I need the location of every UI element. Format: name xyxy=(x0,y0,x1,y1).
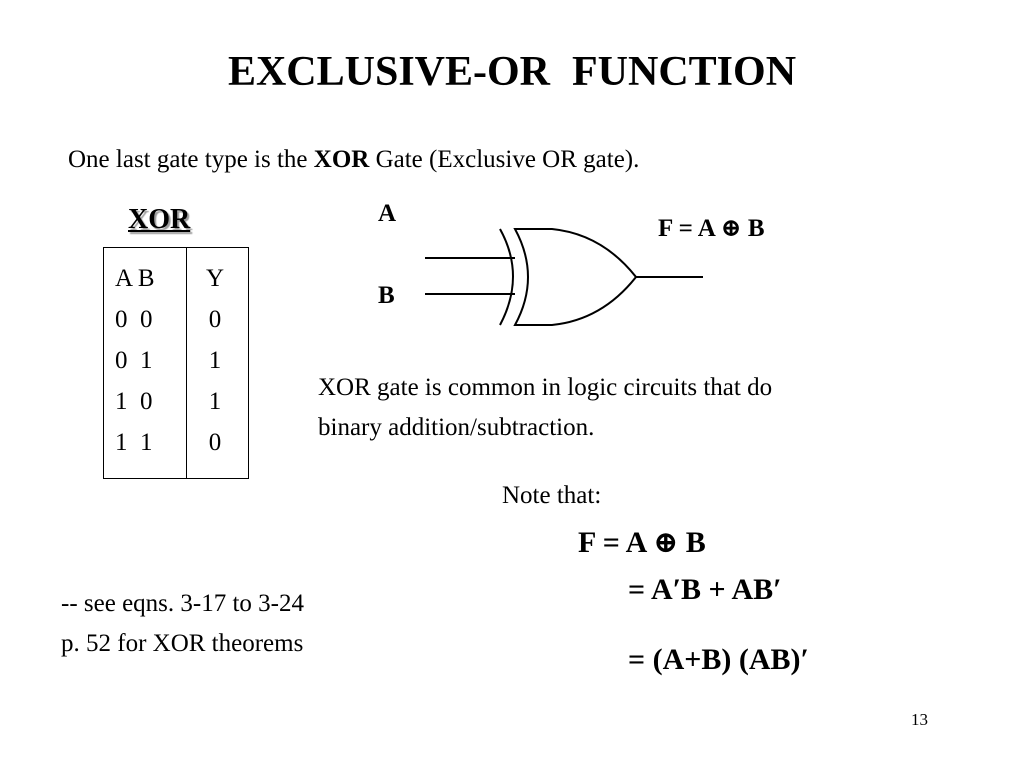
truth-table-inputs-column: A B 0 0 0 1 1 0 1 1 xyxy=(115,265,155,456)
gate-input-b-label: B xyxy=(378,282,395,309)
xor-gate-symbol xyxy=(425,228,703,326)
equation-line-2: = A′B + AB′ xyxy=(628,573,782,606)
gate-equation: F = A ⊕ B xyxy=(658,215,765,242)
truth-table-divider xyxy=(186,248,187,478)
title-word-1: EXCLUSIVE-OR xyxy=(227,49,551,95)
truth-table-title: XOR xyxy=(128,204,191,235)
reference-line-1: -- see eqns. 3-17 to 3-24 xyxy=(61,590,304,617)
page-number: 13 xyxy=(911,710,928,729)
gate-description: XOR gate is common in logic circuits tha… xyxy=(318,368,772,448)
equation-line-1: F = A ⊕ B xyxy=(578,526,706,559)
reference-text: -- see eqns. 3-17 to 3-24 p. 52 for XOR … xyxy=(61,584,304,664)
truth-table-output-column: Y 0 1 1 0 xyxy=(205,265,225,456)
gate-input-a-label: A xyxy=(378,200,397,227)
title-word-2: FUNCTION xyxy=(572,49,797,95)
note-heading: Note that: xyxy=(502,482,602,509)
xor-extra-input-arc xyxy=(499,228,514,326)
intro-xor-bold: XOR xyxy=(313,146,370,173)
description-line-1: XOR gate is common in logic circuits tha… xyxy=(318,374,773,401)
intro-suffix: Gate (Exclusive OR gate). xyxy=(369,146,640,173)
intro-text: One last gate type is the XOR Gate (Excl… xyxy=(68,146,639,174)
reference-line-2: p. 52 for XOR theorems xyxy=(61,630,304,657)
description-line-2: binary addition/subtraction. xyxy=(318,414,595,441)
truth-table: A B 0 0 0 1 1 0 1 1 Y 0 1 1 0 xyxy=(103,247,249,479)
intro-prefix: One last gate type is the xyxy=(68,146,314,173)
slide-title: EXCLUSIVE-OR FUNCTION xyxy=(0,48,1024,96)
equation-line-3: = (A+B) (AB)′ xyxy=(628,643,809,676)
xor-gate-body xyxy=(513,228,638,326)
